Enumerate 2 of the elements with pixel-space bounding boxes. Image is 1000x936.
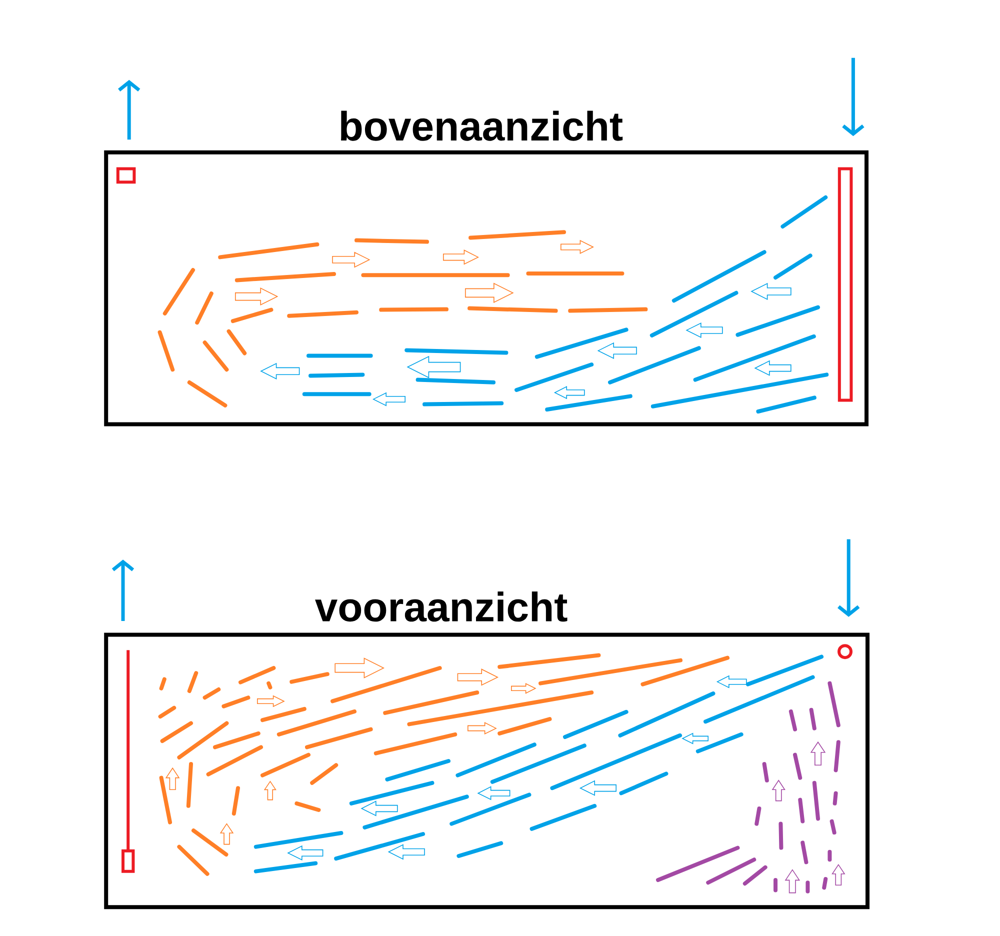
heading: bovenaanzicht [341,110,623,141]
heading: vooraanzicht [315,592,568,622]
